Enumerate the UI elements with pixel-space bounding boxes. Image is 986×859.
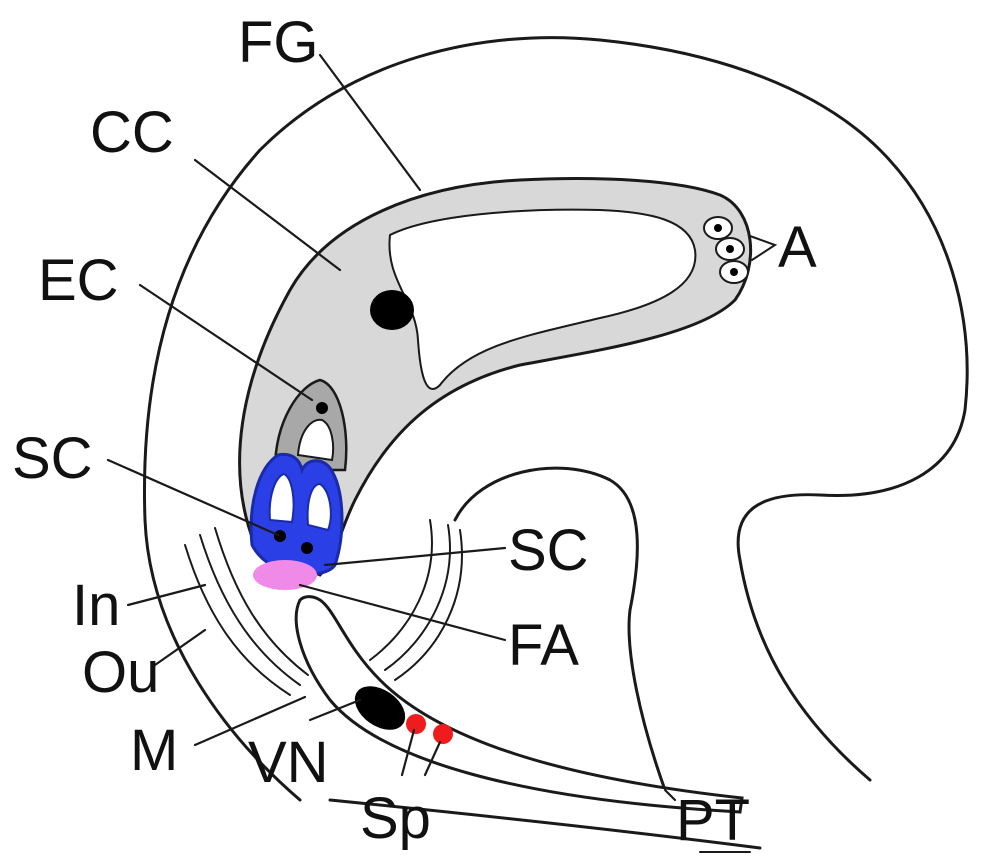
sp-dot-2 [433,724,453,744]
label-pt: PT [676,788,750,853]
label-fa: FA [508,613,579,678]
a-cell-1-dot [714,224,722,232]
label-vn: VN [248,730,329,795]
leader-sc-right [325,548,505,565]
leader-cc [195,160,340,270]
label-cc: CC [90,100,174,165]
sc-dot-left [274,530,286,542]
label-sp: Sp [360,786,431,851]
label-sc-right: SC [508,518,589,583]
a-cell-3-dot [730,268,738,276]
label-fg: FG [238,10,319,75]
leader-in [128,585,205,605]
label-a: A [778,215,817,280]
a-bracket [750,236,775,260]
label-sc-left: SC [12,426,93,491]
label-in: In [72,573,120,638]
right-stroke-2 [385,525,450,670]
sc-dot-right [301,542,313,554]
sp-dot-1 [406,714,426,734]
label-m: M [130,718,178,783]
label-ou: Ou [82,640,159,705]
a-cell-2-dot [726,245,734,253]
canal-black-blob [370,290,414,330]
label-ec: EC [38,248,119,313]
leader-ou [155,630,205,665]
right-stroke-1 [370,520,432,660]
fa-region [253,560,317,590]
ec-dot [316,402,328,414]
